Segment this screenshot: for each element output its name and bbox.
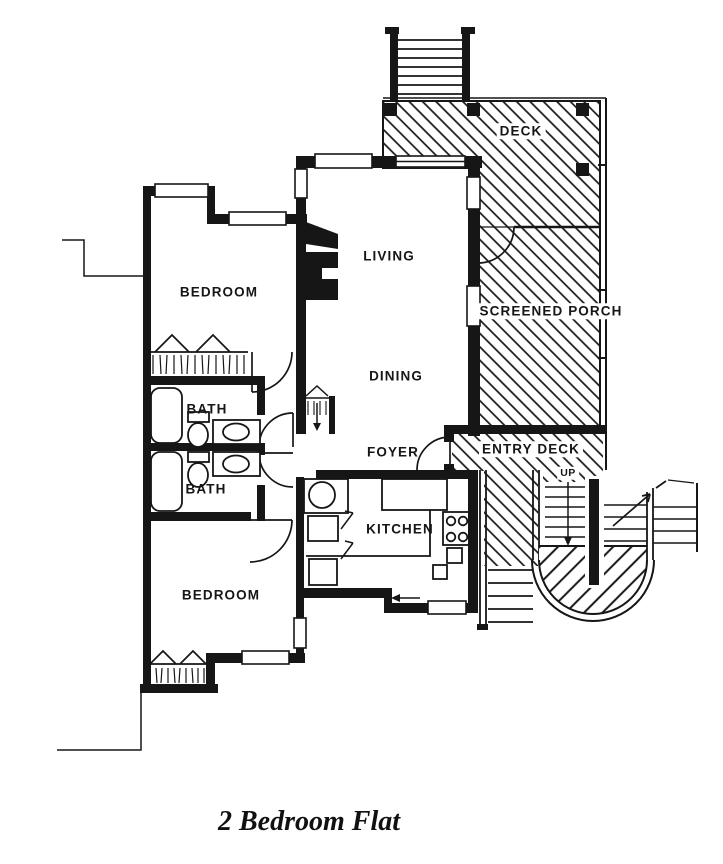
burner — [457, 515, 469, 527]
label-dining: DINING — [369, 368, 423, 384]
kitchen-appliance-1 — [307, 515, 339, 542]
kitchen-sink — [308, 481, 336, 509]
burner — [457, 531, 469, 543]
hanger-rod-marks — [152, 354, 245, 375]
hanger-rod-marks — [307, 401, 327, 415]
entry-stairs — [477, 470, 698, 630]
stair-up-cut-line — [612, 493, 651, 527]
label-bath-2: BATH — [185, 481, 227, 497]
label-deck: DECK — [496, 123, 546, 139]
bathtub-1 — [150, 387, 183, 444]
toilet-1-tank — [187, 411, 210, 423]
stair-treads-left-run — [488, 569, 533, 623]
bifold-door-mark — [195, 333, 231, 353]
kitchen-sink-cabinet — [303, 478, 349, 514]
window-living-left — [294, 168, 308, 199]
window-living-right — [466, 176, 481, 210]
deck-stairs — [385, 27, 475, 102]
hanger-rod-marks — [149, 667, 205, 684]
kitchen-appliance-2 — [308, 558, 338, 586]
landing-inner-rail — [538, 559, 648, 615]
arrow-head-down — [564, 537, 572, 546]
kitchen-counter-edge — [306, 510, 431, 557]
toilet-2-bowl — [187, 462, 209, 488]
plan-title: 2 Bedroom Flat — [217, 806, 401, 837]
sink-2 — [222, 454, 250, 474]
entry-deck-hatch — [452, 433, 603, 566]
bifold-door-mark — [305, 384, 329, 397]
wall-kitchen-right — [468, 470, 478, 608]
closet-bedroom1 — [148, 333, 248, 375]
bath-fixtures — [150, 387, 261, 512]
roof-outline-lines — [57, 239, 143, 751]
burner — [445, 531, 457, 543]
deck-posts — [384, 103, 589, 176]
label-bedroom-1: BEDROOM — [179, 284, 259, 300]
deck-porch-hatch — [382, 97, 607, 470]
door-arc-bedroom2 — [249, 519, 293, 563]
stair-center-wall — [589, 479, 599, 585]
wall-kitchen-top — [316, 470, 478, 479]
stove — [442, 511, 472, 546]
door-arc-bath2 — [258, 452, 294, 488]
label-foyer: FOYER — [366, 444, 420, 460]
window-bedroom1-b — [228, 211, 287, 226]
window-bedroom2-bottom — [241, 650, 290, 665]
toilet-1-bowl — [187, 422, 209, 448]
bathtub-2 — [150, 451, 183, 512]
door-arc-bath1 — [258, 412, 294, 448]
bifold-door-mark — [154, 333, 190, 353]
kitchen-small-appliance — [432, 564, 448, 580]
toilet-2-tank — [187, 451, 210, 463]
window-bedroom2-side — [293, 617, 307, 649]
label-living: LIVING — [363, 248, 415, 264]
window-kitchen-bottom — [427, 600, 467, 615]
linen-closet — [299, 384, 335, 434]
burner — [445, 515, 457, 527]
door-arc-entry — [416, 436, 451, 471]
door-arc-bedroom1 — [251, 351, 293, 393]
kitchen-peninsula-counter — [381, 478, 448, 511]
window-living-top — [314, 153, 373, 169]
fireplace — [306, 222, 338, 300]
label-screened-porch: SCREENED PORCH — [476, 303, 626, 319]
kitchen-fixtures — [303, 478, 472, 602]
arrow-head-down — [313, 423, 321, 431]
label-bedroom-2: BEDROOM — [181, 587, 261, 603]
kitchen-small-appliance — [446, 547, 463, 564]
label-up: UP — [557, 466, 579, 480]
bifold-door-mark — [149, 649, 177, 665]
arrow-head-left — [391, 594, 400, 602]
wall-left-exterior — [143, 186, 151, 693]
porch-divider — [477, 225, 600, 264]
wall-entry-deck-top — [444, 425, 606, 434]
label-bath-1: BATH — [186, 401, 228, 417]
label-kitchen: KITCHEN — [366, 521, 434, 537]
porch-door-arc — [477, 226, 515, 264]
window-bedroom1-a — [154, 183, 209, 198]
wall-living-left — [296, 156, 306, 434]
label-entry-deck: ENTRY DECK — [478, 441, 584, 457]
sink-1 — [222, 422, 250, 442]
wall-bedroom2-right — [296, 477, 304, 663]
landing-outer-rail — [531, 559, 655, 622]
closet-bedroom2 — [146, 649, 207, 684]
bifold-door-mark — [179, 649, 207, 665]
stair-treads-right-run — [604, 504, 697, 544]
